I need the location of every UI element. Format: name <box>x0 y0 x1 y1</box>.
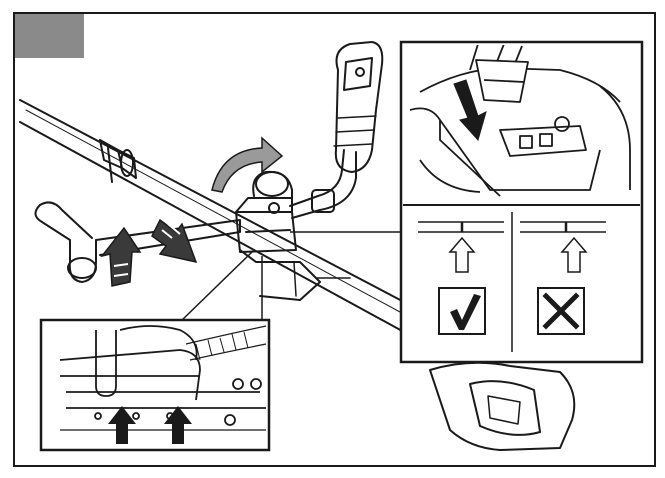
inset-detail <box>399 40 644 364</box>
down-arrow-icon <box>453 79 487 142</box>
adjust-arrows <box>100 218 198 287</box>
incorrect-panel <box>520 221 606 335</box>
up-arrow-icon <box>164 406 192 444</box>
throttle-grip <box>334 41 384 173</box>
inset-frame <box>39 318 271 452</box>
cross-mark-icon <box>542 292 580 330</box>
right-handle-bar <box>289 149 357 219</box>
callout-lines <box>179 231 401 323</box>
up-arrow-icon <box>448 236 476 273</box>
up-arrow-icon <box>108 406 136 444</box>
up-arrow-icon <box>100 226 142 287</box>
rotation-arrow-icon <box>211 136 284 193</box>
correct-panel <box>418 221 504 335</box>
main-drawing <box>19 41 576 451</box>
check-mark-icon <box>450 294 481 330</box>
step-marker <box>15 14 84 58</box>
inset-clamp-detail <box>39 318 271 452</box>
up-arrow-icon <box>560 236 588 273</box>
shaft-tube <box>19 99 405 333</box>
